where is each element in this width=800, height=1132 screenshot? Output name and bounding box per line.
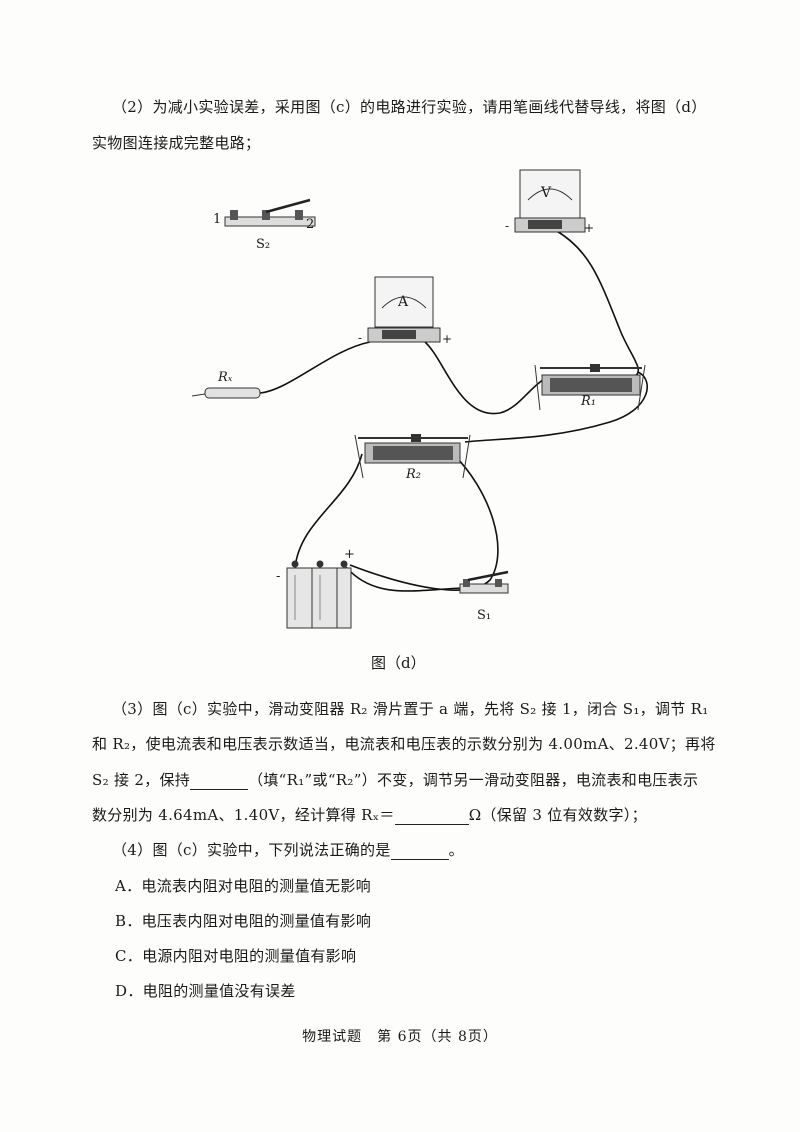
wire-battery-to-s1 <box>345 566 463 592</box>
q3-line3-a: S₂ 接 2，保持 <box>92 771 191 789</box>
q3-line2: 和 R₂，使电流表和电压表示数适当，电流表和电压表的示数分别为 4.00mA、2… <box>92 735 716 753</box>
wires <box>259 229 648 592</box>
q4-stem-a: （4）图（c）实验中，下列说法正确的是 <box>112 841 391 859</box>
voltmeter-minus: - <box>505 219 509 233</box>
option-d[interactable]: D．电阻的测量值没有误差 <box>115 982 296 1000</box>
rheostat-r2: R₂ <box>354 434 471 482</box>
switch2-label: S₂ <box>256 237 270 252</box>
q3-line4: 数分别为 4.64mA、1.40V，经计算得 Rₓ＝ Ω（保留 3 位有效数字）； <box>92 804 647 825</box>
switch1-label: S₁ <box>477 608 491 623</box>
q2-line1: （2）为减小实验误差，采用图（c）的电路进行实验，请用笔画线代替导线，将图（d） <box>112 98 707 116</box>
figure-caption: 图（d） <box>371 654 426 672</box>
q3-line4-a: 数分别为 4.64mA、1.40V，经计算得 Rₓ＝ <box>92 806 395 824</box>
ammeter-plus: + <box>442 332 452 346</box>
ammeter-minus: - <box>358 331 362 345</box>
q4-stem: （4）图（c）实验中，下列说法正确的是 。 <box>112 839 464 860</box>
switch-s1[interactable]: S₁ <box>459 570 509 623</box>
q3-line3: S₂ 接 2，保持 （填“R₁”或“R₂”）不变，调节另一滑动变阻器，电流表和电压… <box>92 769 698 790</box>
answer-blank-hold[interactable] <box>190 773 249 790</box>
circuit-figure: 1 2 S₂ V - + A - + Rₓ R₁ <box>170 160 670 650</box>
switch2-pos1-label: 1 <box>213 212 221 227</box>
wire-ammeter-plus-to-r1 <box>424 341 551 415</box>
switch2-pos2-label: 2 <box>306 217 314 232</box>
option-a[interactable]: A．电流表内阻对电阻的测量值无影响 <box>115 877 371 895</box>
rheostat-r1: R₁ <box>534 364 646 411</box>
ammeter: A - + <box>358 276 452 346</box>
q3-line1: （3）图（c）实验中，滑动变阻器 R₂ 滑片置于 a 端，先将 S₂ 接 1，闭… <box>112 700 709 718</box>
wire-rx-to-ammeter-minus <box>259 341 371 394</box>
option-b[interactable]: B．电压表内阻对电阻的测量值有影响 <box>115 912 372 930</box>
battery: - + <box>276 547 355 629</box>
rx-label: Rₓ <box>217 370 233 385</box>
page-footer: 物理试题 第 6页（共 8页） <box>302 1029 498 1045</box>
voltmeter-label: V <box>540 185 552 201</box>
voltmeter: V - + <box>505 169 594 235</box>
resistor-rx: Rₓ <box>191 370 261 399</box>
answer-blank-rx[interactable] <box>394 808 469 825</box>
wire-r2-to-battery-minus <box>294 453 363 569</box>
r2-label: R₂ <box>405 467 421 482</box>
q2-line2: 实物图连接成完整电路； <box>92 134 261 152</box>
q4-stem-b: 。 <box>448 841 464 859</box>
r1-label: R₁ <box>580 394 596 409</box>
wire-r1-to-r2 <box>464 371 648 443</box>
battery-minus: - <box>276 569 280 584</box>
wire-r2-to-battery-plus <box>349 453 499 591</box>
ammeter-label: A <box>397 294 409 310</box>
q3-line3-b: （填“R₁”或“R₂”）不变，调节另一滑动变阻器，电流表和电压表示 <box>248 771 699 789</box>
battery-plus: + <box>344 547 355 562</box>
voltmeter-plus: + <box>584 221 594 235</box>
answer-blank-q4[interactable] <box>390 843 449 860</box>
q3-line4-b: Ω（保留 3 位有效数字）； <box>468 806 647 824</box>
switch-s2[interactable]: 1 2 S₂ <box>213 198 316 252</box>
option-c[interactable]: C．电源内阻对电阻的测量值有影响 <box>115 947 357 965</box>
wire-voltmeter-to-r1 <box>554 229 640 377</box>
